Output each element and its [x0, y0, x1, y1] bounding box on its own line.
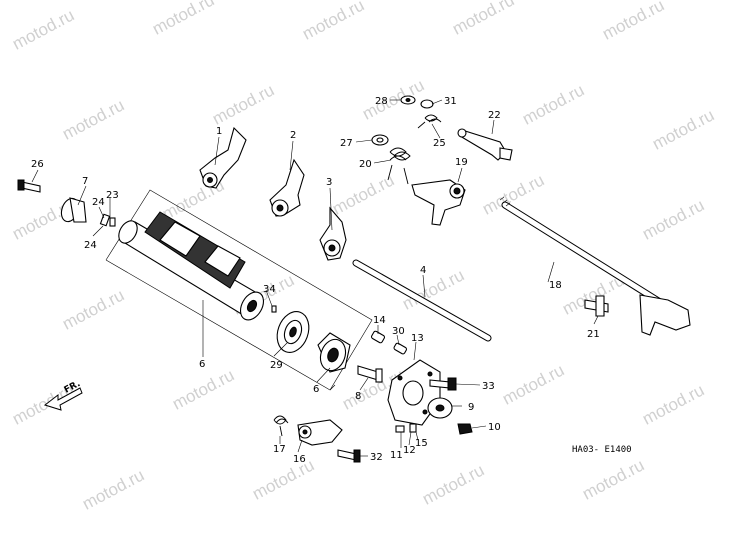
- return-spring: [387, 147, 411, 185]
- callout: 19: [455, 157, 468, 168]
- collar-31: [420, 99, 434, 109]
- callout: 13: [411, 333, 424, 344]
- spring-25: [417, 114, 442, 129]
- bolt-33: [429, 377, 457, 391]
- bolt-10: [457, 423, 473, 435]
- callout: 11: [390, 450, 403, 461]
- front-direction-arrow: FR.: [43, 379, 83, 411]
- callout: 4: [420, 265, 426, 276]
- washer: [371, 134, 389, 146]
- callouts: 1 2 3 4 6 6 7 8 9 10 11 12 13 14 15 16 1…: [31, 96, 600, 465]
- pin-30: [393, 342, 408, 355]
- pin-23: [109, 217, 116, 227]
- gearshift-arm-bolt: [457, 128, 513, 161]
- drum-center-gear: [317, 332, 351, 373]
- callout: 24: [84, 240, 97, 251]
- leader-lines: [31, 99, 599, 457]
- callout: 16: [293, 454, 306, 465]
- pin-21: [584, 295, 609, 317]
- pin-34: [271, 305, 277, 313]
- callout: 7: [82, 176, 88, 187]
- callout: 24: [92, 197, 105, 208]
- callout: 31: [444, 96, 457, 107]
- callout: 30: [392, 326, 405, 337]
- bearing: [276, 311, 310, 353]
- callout: 6: [199, 359, 205, 370]
- callout: 26: [31, 159, 44, 170]
- drum-assembly-frame: [105, 189, 373, 391]
- callout: 28: [375, 96, 388, 107]
- shift-fork-2: [269, 158, 305, 217]
- drum-cover-plate: [387, 359, 441, 426]
- callout: 12: [403, 445, 416, 456]
- callout: 3: [326, 177, 332, 188]
- callout: 21: [587, 329, 600, 340]
- callout: 32: [370, 452, 383, 463]
- bolt-32: [337, 449, 361, 463]
- callout: 15: [415, 438, 428, 449]
- pin-11: [395, 425, 405, 433]
- spring-17: [273, 415, 289, 437]
- stopper-arm-16: [297, 419, 343, 446]
- callout: 18: [549, 280, 562, 291]
- callout: 10: [488, 422, 501, 433]
- collar: [400, 95, 416, 105]
- callout: 22: [488, 110, 501, 121]
- callout: 9: [468, 402, 474, 413]
- callout: 27: [340, 138, 353, 149]
- callout: 2: [290, 130, 296, 141]
- pin-12: [409, 423, 417, 433]
- callout: 33: [482, 381, 495, 392]
- shift-fork-3: [319, 206, 347, 261]
- callout: 6: [313, 384, 319, 395]
- gearshift-spindle: [499, 196, 691, 336]
- callout: 20: [359, 159, 372, 170]
- callout: 1: [216, 126, 222, 137]
- shift-drum-cam: [427, 397, 453, 419]
- callout: 23: [106, 190, 119, 201]
- pin-24: [99, 213, 111, 227]
- stopper-arm: [411, 179, 466, 226]
- neutral-switch: [60, 197, 87, 223]
- bolt-8: [357, 365, 383, 383]
- callout: 34: [263, 284, 276, 295]
- fork-shaft: [352, 259, 492, 342]
- callout: 14: [373, 315, 386, 326]
- callout: 17: [273, 444, 286, 455]
- callout: 29: [270, 360, 283, 371]
- shift-drum: [118, 211, 265, 321]
- callout: 8: [355, 391, 361, 402]
- diagram-code: HA03- E1400: [572, 445, 632, 455]
- bolt-26: [17, 179, 41, 193]
- shift-fork-1: [199, 126, 247, 189]
- dowel-14: [370, 330, 386, 344]
- callout: 25: [433, 138, 446, 149]
